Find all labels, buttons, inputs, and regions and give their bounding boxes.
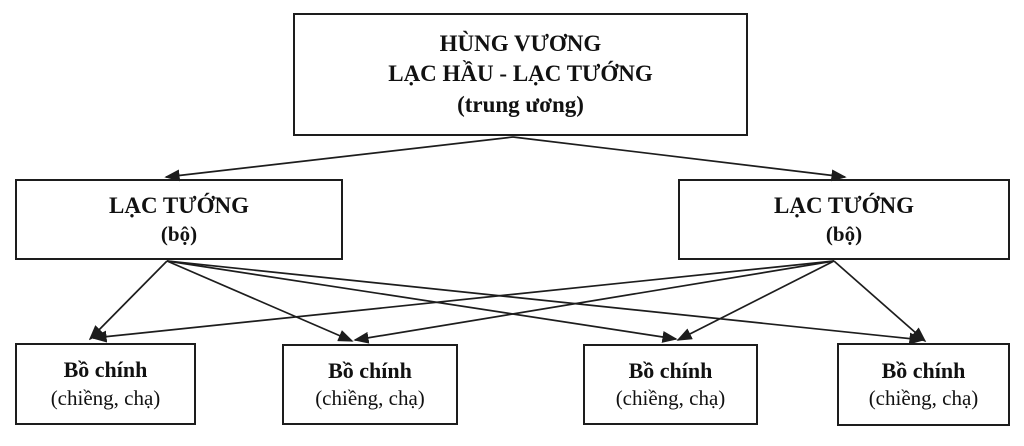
node-lac-tuong-left: LẠC TƯỚNG (bộ): [15, 179, 343, 260]
node-lac-tuong-right: LẠC TƯỚNG (bộ): [678, 179, 1010, 260]
node-bo-chinh-1: Bồ chính (chiềng, chạ): [15, 343, 196, 425]
regional-left-subtitle: (bộ): [160, 222, 198, 247]
local-4-title: Bồ chính: [881, 357, 966, 383]
edge-regional-right-to-local-2: [353, 260, 835, 344]
node-bo-chinh-4: Bồ chính (chiềng, chạ): [837, 343, 1010, 426]
local-3-title: Bồ chính: [628, 357, 713, 383]
central-line2: LẠC HẦU - LẠC TƯỚNG: [388, 61, 653, 87]
local-3-subtitle: (chiềng, chạ): [615, 386, 726, 411]
regional-right-title: LẠC TƯỚNG: [774, 192, 914, 218]
regional-right-subtitle: (bộ): [825, 222, 863, 247]
local-2-title: Bồ chính: [328, 357, 412, 383]
central-line1: HÙNG VƯƠNG: [439, 30, 602, 56]
edge-regional-right-to-local-4: [833, 260, 927, 343]
local-1-title: Bồ chính: [63, 357, 148, 383]
edge-regional-left-to-local-3: [166, 260, 678, 343]
edge-central-to-regional-left: [164, 136, 514, 182]
local-1-subtitle: (chiềng, chạ): [50, 385, 161, 410]
edge-regional-right-to-local-3: [676, 260, 835, 341]
edge-regional-left-to-local-2: [166, 260, 354, 342]
node-hung-vuong-central: HÙNG VƯƠNG LẠC HẦU - LẠC TƯỚNG (trung ươ…: [293, 13, 748, 136]
edge-regional-right-to-local-1: [91, 260, 835, 343]
central-line3: (trung ương): [457, 91, 584, 117]
edge-regional-left-to-local-4: [166, 260, 925, 345]
node-bo-chinh-2: Bồ chính (chiềng, chạ): [282, 344, 458, 425]
local-2-subtitle: (chiềng, chạ): [315, 386, 425, 411]
node-bo-chinh-3: Bồ chính (chiềng, chạ): [583, 344, 758, 425]
regional-left-title: LẠC TƯỚNG: [109, 192, 249, 218]
local-4-subtitle: (chiềng, chạ): [868, 386, 979, 411]
edge-central-to-regional-right: [512, 136, 847, 182]
edge-regional-left-to-local-1: [88, 260, 168, 341]
